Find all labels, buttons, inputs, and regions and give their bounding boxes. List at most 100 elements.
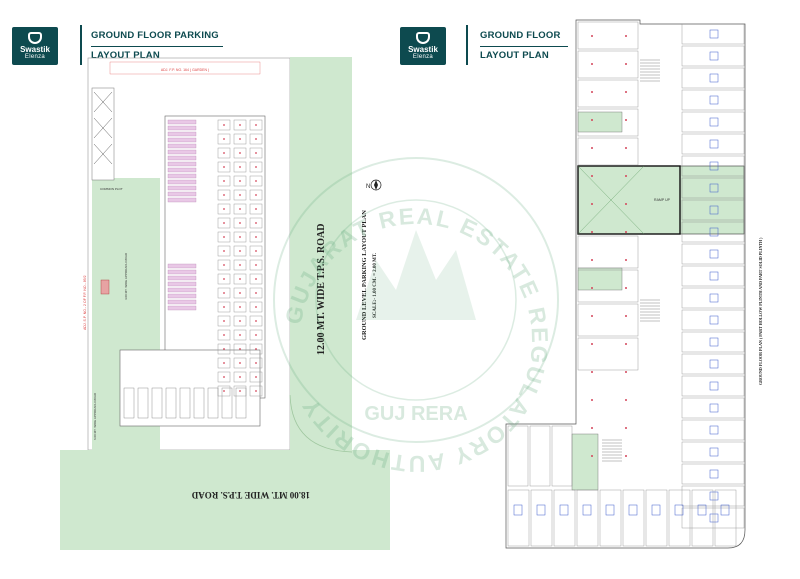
- parking-stall: [167, 287, 197, 293]
- parking-stall: [167, 137, 197, 143]
- fixture-icon: [709, 403, 719, 413]
- column-mark: [625, 259, 627, 261]
- room: [577, 269, 639, 303]
- grid-cell: [217, 385, 231, 397]
- title-rule: [480, 46, 568, 47]
- grid-cell: [249, 231, 263, 243]
- grid-cell: [217, 343, 231, 355]
- parking-stall: [167, 143, 197, 149]
- grid-cell: [217, 329, 231, 341]
- column-mark: [255, 306, 257, 308]
- grid-cell: [233, 217, 247, 229]
- fixture-icon: [605, 504, 615, 516]
- parking-bay: [235, 387, 247, 419]
- parking-stall: [167, 173, 197, 179]
- structure-grid: [217, 119, 263, 397]
- parking-bay: [207, 387, 219, 419]
- column-mark: [255, 166, 257, 168]
- column-mark: [255, 362, 257, 364]
- fixture-icon: [709, 183, 719, 193]
- green-room-1: [577, 111, 623, 133]
- column-mark: [625, 175, 627, 177]
- column-mark: [625, 203, 627, 205]
- room: [714, 489, 737, 547]
- room: [576, 489, 599, 547]
- column-mark: [239, 278, 241, 280]
- column-mark: [239, 180, 241, 182]
- grid-cell: [233, 301, 247, 313]
- grid-cell: [233, 189, 247, 201]
- grid-cell: [249, 259, 263, 271]
- grid-cell: [217, 259, 231, 271]
- fixture-icon: [720, 504, 730, 516]
- fixture-icon: [513, 504, 523, 516]
- room: [681, 353, 745, 375]
- column-mark: [239, 166, 241, 168]
- grid-cell: [249, 119, 263, 131]
- top-strip-label: ADJ. F.P. NO. 164 ( GARDEN ): [161, 68, 209, 72]
- fixture-icon: [559, 504, 569, 516]
- logo-mark-icon: [416, 31, 430, 44]
- grid-cell: [233, 231, 247, 243]
- column-mark: [591, 427, 593, 429]
- brand-logo-right: Swastik Elenza: [400, 27, 446, 65]
- column-mark: [223, 222, 225, 224]
- parking-bay: [165, 387, 177, 419]
- grid-cell: [249, 385, 263, 397]
- room: [681, 419, 745, 441]
- page-title-line1: GROUND FLOOR: [480, 30, 561, 41]
- floor-plan-drawing: RAMP UP GROUND FLOOR PLAN ( PART HOLLOW …: [505, 19, 763, 549]
- column-mark: [625, 427, 627, 429]
- column-mark: [625, 315, 627, 317]
- parking-stalls: [123, 119, 247, 419]
- column-mark: [223, 390, 225, 392]
- parking-bay: [151, 387, 163, 419]
- logo-sub: Elenza: [412, 53, 434, 60]
- column-mark: [239, 194, 241, 196]
- column-mark: [591, 119, 593, 121]
- column-mark: [223, 208, 225, 210]
- column-mark: [239, 390, 241, 392]
- grid-cell: [249, 329, 263, 341]
- column-mark: [239, 124, 241, 126]
- room: [622, 489, 645, 547]
- grid-cell: [249, 357, 263, 369]
- green-room-2: [577, 267, 623, 291]
- column-mark: [255, 180, 257, 182]
- room: [599, 489, 622, 547]
- page-title-line1: GROUND FLOOR PARKING: [91, 30, 219, 41]
- column-mark: [223, 362, 225, 364]
- grid-cell: [233, 357, 247, 369]
- room: [681, 331, 745, 353]
- fixture-icon: [709, 227, 719, 237]
- column-mark: [223, 194, 225, 196]
- fixture-icon: [709, 359, 719, 369]
- column-mark: [239, 208, 241, 210]
- common-plot-marker: [100, 279, 110, 295]
- grid-cell: [233, 343, 247, 355]
- fixture-icon: [709, 205, 719, 215]
- grid-cell: [249, 287, 263, 299]
- building-outline: [505, 19, 746, 549]
- logo-sub: Elenza: [24, 53, 46, 60]
- title-rule: [91, 46, 223, 47]
- parking-stall: [167, 161, 197, 167]
- fixture-icon: [709, 73, 719, 83]
- room-grid: [507, 21, 745, 547]
- parking-stall: [167, 131, 197, 137]
- room: [681, 199, 745, 221]
- room: [577, 303, 639, 337]
- room: [577, 137, 639, 166]
- column-mark: [591, 63, 593, 65]
- fixture-icon: [709, 161, 719, 171]
- parking-bay: [193, 387, 205, 419]
- grid-cell: [249, 175, 263, 187]
- grid-cell: [249, 147, 263, 159]
- grid-cell: [217, 273, 231, 285]
- adj-plot-label: ADJ. S.P. NO.- 2 OF F.P. NO.- 89/2: [83, 275, 87, 330]
- fixture-icon: [709, 315, 719, 325]
- room: [577, 337, 639, 371]
- room: [681, 155, 745, 177]
- column-mark: [625, 231, 627, 233]
- fixture-icon: [628, 504, 638, 516]
